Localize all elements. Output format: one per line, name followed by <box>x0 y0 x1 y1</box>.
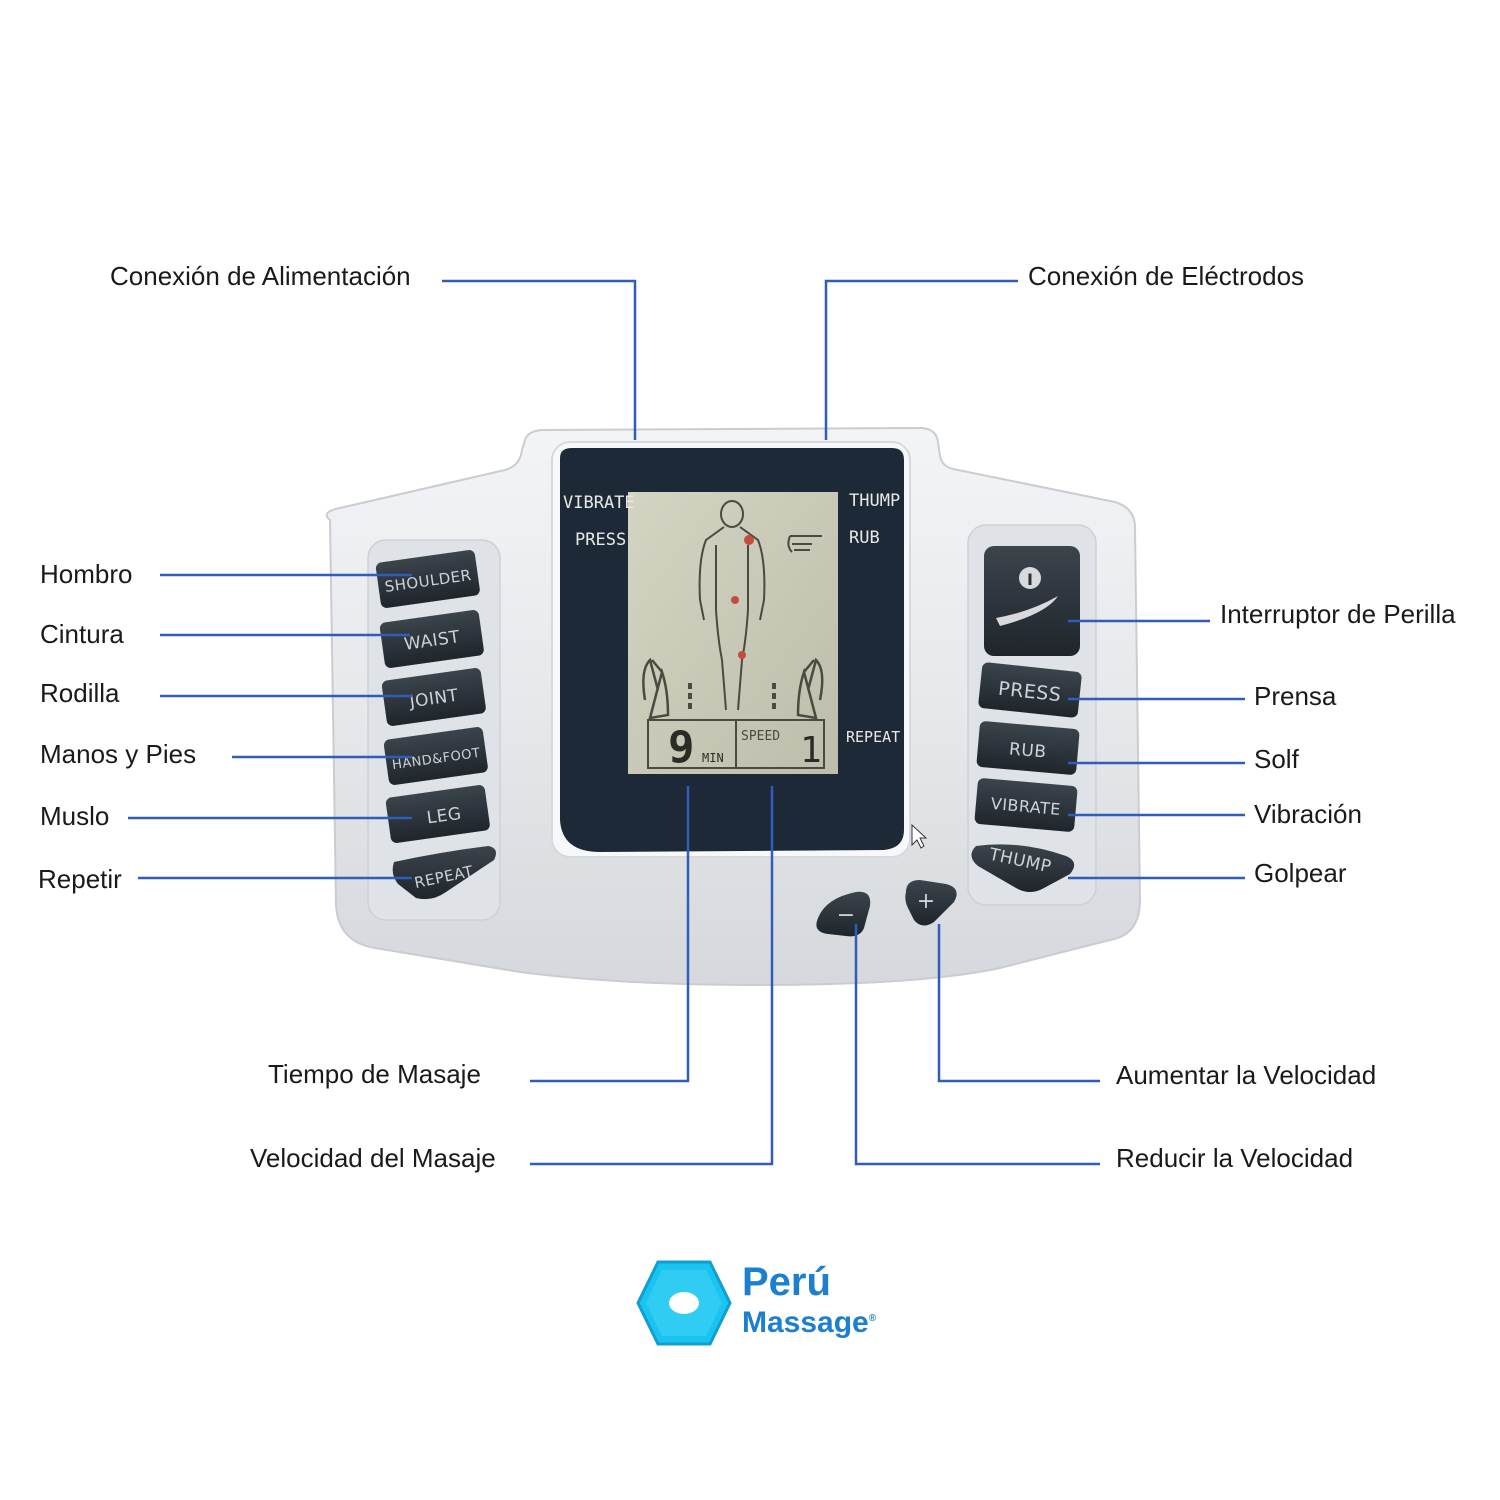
button-thump[interactable]: THUMP <box>971 844 1075 892</box>
lcd-time-value: 9 <box>668 722 695 773</box>
label-shoulder: Hombro <box>40 559 133 589</box>
svg-text:+: + <box>917 889 935 914</box>
logo-text-massage-word: Massage <box>742 1306 869 1339</box>
label-vibrate: Vibración <box>1254 799 1362 829</box>
leader-massage-speed <box>530 786 774 1166</box>
label-decrease-speed: Reducir la Velocidad <box>1116 1143 1354 1173</box>
body-figure-icon <box>698 500 766 711</box>
label-rub: Solf <box>1254 744 1299 774</box>
svg-text:I: I <box>1027 570 1033 589</box>
label-waist: Cintura <box>40 619 124 649</box>
lcd-display <box>628 492 838 774</box>
svg-text:RUB: RUB <box>1008 739 1047 762</box>
leader-increase-speed <box>937 924 1100 1083</box>
logo-text-peru: Perú <box>742 1260 831 1304</box>
foot-icon <box>796 657 824 720</box>
label-electrode-connection: Conexión de Eléctrodos <box>1028 261 1305 291</box>
lcd-time-unit: MIN <box>702 751 724 765</box>
label-increase-speed: Aumentar la Velocidad <box>1116 1060 1377 1090</box>
leader-electrode-connection <box>824 279 1018 440</box>
increase-speed-button[interactable]: + <box>905 880 957 926</box>
logo-text-massage: Massage® <box>742 1302 876 1340</box>
lcd-speed-label: SPEED <box>741 729 780 744</box>
bezel-label-thump: THUMP <box>849 491 900 511</box>
label-power-connection: Conexión de Alimentación <box>110 261 411 291</box>
button-leg[interactable]: LEG <box>385 784 490 843</box>
logo-mark-icon <box>636 1260 732 1346</box>
mouse-cursor-icon <box>911 823 928 849</box>
button-shoulder[interactable]: SHOULDER <box>375 549 480 608</box>
button-press[interactable]: PRESS <box>978 662 1082 718</box>
bezel-label-vibrate: VIBRATE <box>563 493 635 513</box>
logo-registered-mark: ® <box>868 1313 877 1324</box>
label-massage-speed: Velocidad del Masaje <box>250 1143 496 1173</box>
label-thump: Golpear <box>1254 858 1347 888</box>
hand-icon <box>642 657 670 720</box>
svg-text:LEG: LEG <box>426 804 463 829</box>
leader-massage-time <box>530 786 690 1083</box>
button-rub[interactable]: RUB <box>976 721 1080 776</box>
button-waist[interactable]: WAIST <box>379 609 484 668</box>
bezel-label-press: PRESS <box>575 530 626 550</box>
speed-bars-icon <box>688 683 776 709</box>
button-hand-foot[interactable]: HAND&FOOT <box>383 726 488 785</box>
pointing-hand-icon <box>787 535 822 553</box>
label-knob-switch: Interruptor de Perilla <box>1220 599 1456 629</box>
label-hands-feet: Manos y Pies <box>40 739 197 769</box>
bezel-label-rub: RUB <box>849 528 880 548</box>
label-massage-time: Tiempo de Masaje <box>268 1059 481 1089</box>
label-knee: Rodilla <box>40 678 120 708</box>
label-repeat: Repetir <box>38 864 122 894</box>
svg-text:−: − <box>837 903 855 928</box>
label-press: Prensa <box>1254 681 1337 711</box>
button-joint[interactable]: JOINT <box>381 667 486 726</box>
leader-decrease-speed <box>854 924 1100 1166</box>
leader-power-connection <box>442 279 637 440</box>
lcd-speed-value: 1 <box>800 730 822 771</box>
bezel-label-repeat: REPEAT <box>846 728 900 746</box>
label-thigh: Muslo <box>40 801 110 831</box>
power-knob-switch[interactable]: I <box>984 546 1080 656</box>
button-vibrate[interactable]: VIBRATE <box>974 778 1078 833</box>
